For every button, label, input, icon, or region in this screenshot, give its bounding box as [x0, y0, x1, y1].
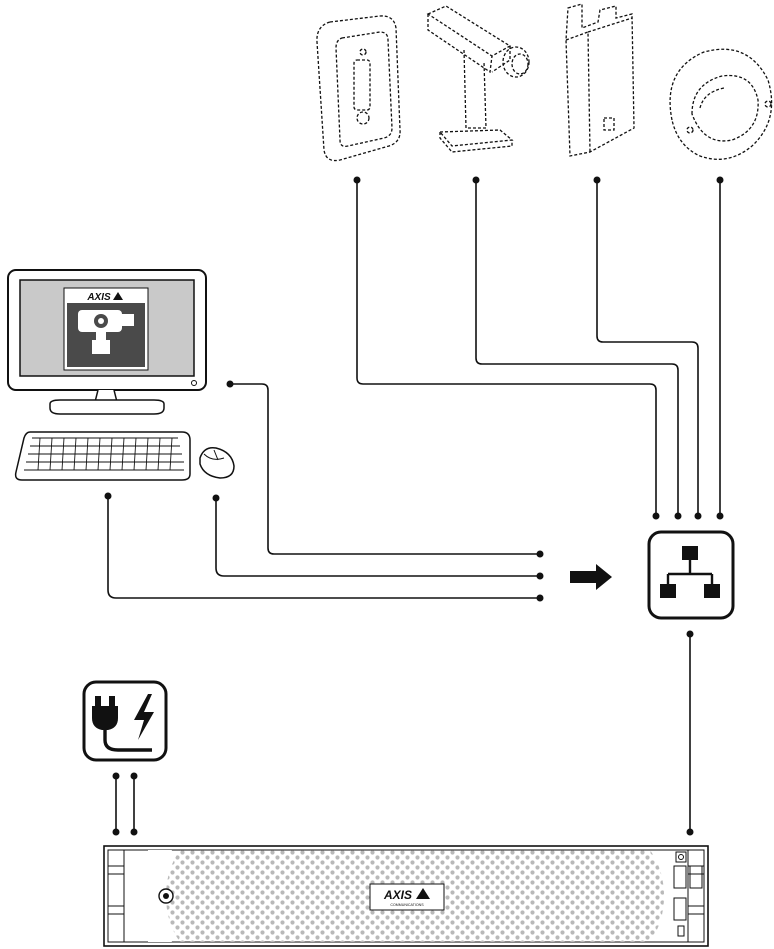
- recorder-logo-subtext: COMMUNICATIONS: [390, 903, 424, 907]
- recorder-logo-plate: AXIS COMMUNICATIONS: [369, 883, 445, 911]
- connection-lines: [107, 180, 721, 832]
- network-video-recorder: AXIS COMMUNICATIONS: [103, 845, 709, 947]
- dome-camera-icon: [669, 48, 773, 160]
- front-ports: [673, 851, 703, 937]
- power-plug-icon: [82, 680, 168, 762]
- box-camera-icon: [426, 5, 530, 153]
- axis-logo-text: AXIS: [86, 292, 111, 303]
- lock-icon: [158, 888, 174, 904]
- recorder-logo-text: AXIS: [383, 888, 412, 902]
- intercom-camera-icon: [316, 15, 401, 162]
- panel-camera-icon: [565, 3, 635, 157]
- arrow-right-icon: [570, 564, 612, 590]
- vms-app-icon: AXIS: [63, 287, 149, 371]
- keyboard-icon: [14, 431, 191, 481]
- mouse-icon: [199, 446, 235, 479]
- network-switch-icon: [647, 530, 735, 620]
- connection-dots: [104, 176, 724, 836]
